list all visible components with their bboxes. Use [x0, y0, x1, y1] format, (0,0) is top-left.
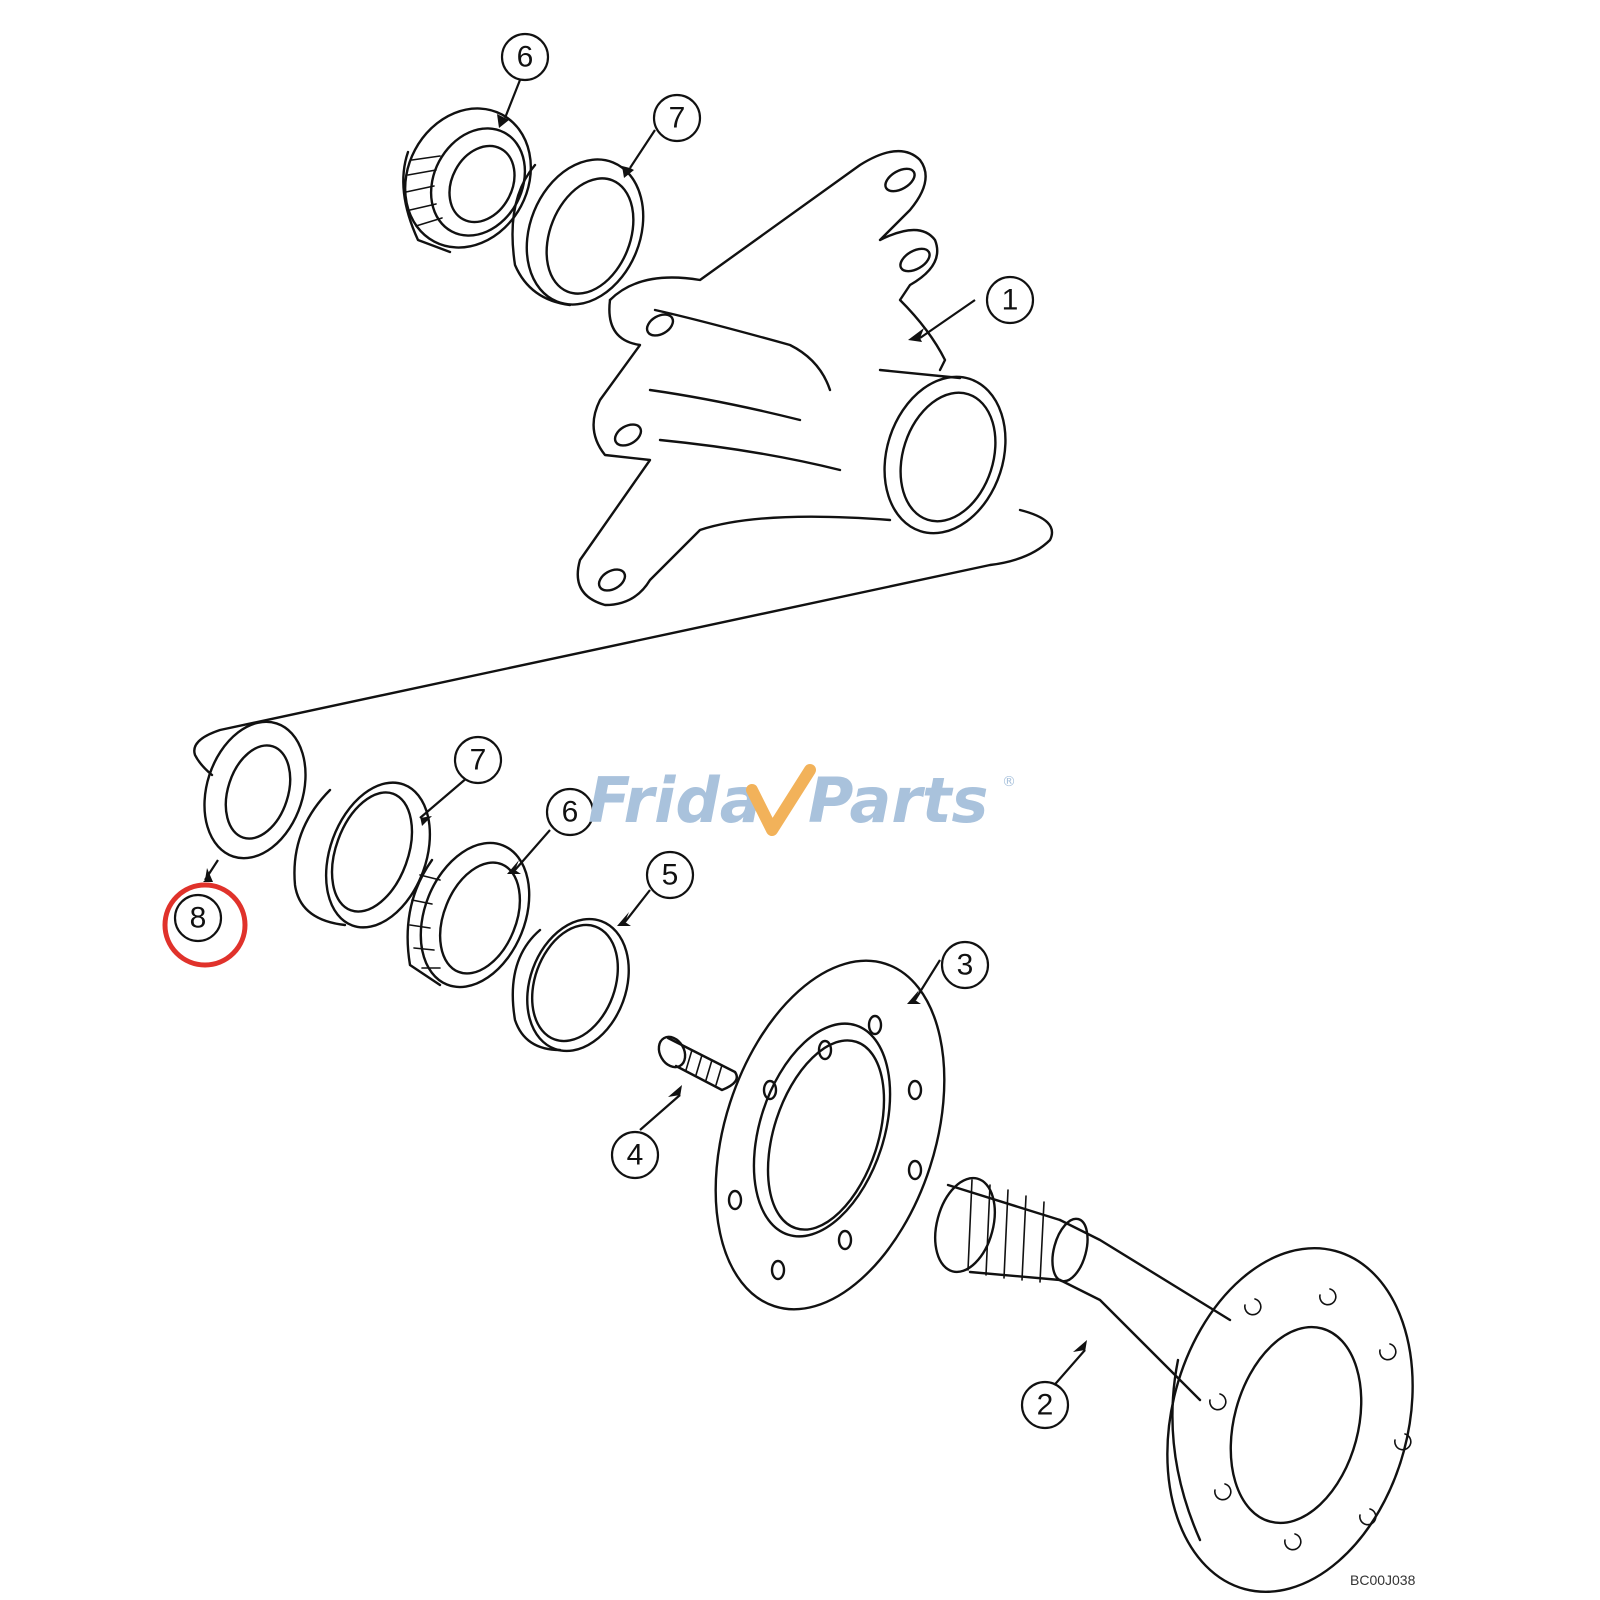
- svg-text:1: 1: [1002, 284, 1019, 317]
- fridayparts-watermark-logo: Frida Parts ®: [588, 764, 1016, 837]
- svg-text:4: 4: [627, 1139, 644, 1172]
- svg-text:5: 5: [662, 859, 679, 892]
- callout-7-upper: 7: [652, 93, 702, 143]
- part-1-hub-housing: [576, 149, 1007, 607]
- svg-text:6: 6: [562, 796, 579, 829]
- svg-text:7: 7: [669, 102, 686, 135]
- svg-text:7: 7: [470, 744, 487, 777]
- part-8-shim-washer: [203, 720, 307, 860]
- callout-6-upper: 6: [500, 32, 550, 82]
- svg-text:Frida: Frida: [588, 764, 762, 837]
- callout-1: 1: [985, 275, 1035, 325]
- svg-text:6: 6: [517, 41, 534, 74]
- highlight-ring-part-8: [162, 882, 248, 968]
- svg-text:Parts: Parts: [808, 764, 988, 837]
- callout-2: 2: [1020, 1380, 1070, 1430]
- part-5-bearing-cup: [511, 917, 630, 1053]
- part-7-lower-bearing-cup: [293, 781, 432, 929]
- part-2-axle-shaft: [934, 1176, 1414, 1593]
- callout-3: 3: [940, 940, 990, 990]
- part-4-wheel-stud: [657, 1035, 738, 1092]
- part-3-flange-plate: [714, 959, 946, 1311]
- svg-text:2: 2: [1037, 1389, 1054, 1422]
- svg-text:®: ®: [1002, 774, 1016, 790]
- assembly-connection-outline: [193, 508, 1054, 777]
- callout-7-lower: 7: [453, 735, 503, 785]
- callout-4: 4: [610, 1130, 660, 1180]
- figure-reference-code: BC00J038: [1350, 1572, 1416, 1588]
- part-6-lower-roller-bearing: [406, 841, 531, 989]
- svg-text:8: 8: [190, 902, 207, 935]
- callout-5: 5: [645, 850, 695, 900]
- callout-6-lower: 6: [545, 787, 595, 837]
- part-7-upper-bearing-cup: [511, 158, 645, 307]
- callout-8: 8: [173, 893, 223, 943]
- leader-lines: [203, 79, 1087, 1391]
- part-6-upper-roller-bearing: [402, 107, 533, 254]
- svg-text:3: 3: [957, 949, 974, 982]
